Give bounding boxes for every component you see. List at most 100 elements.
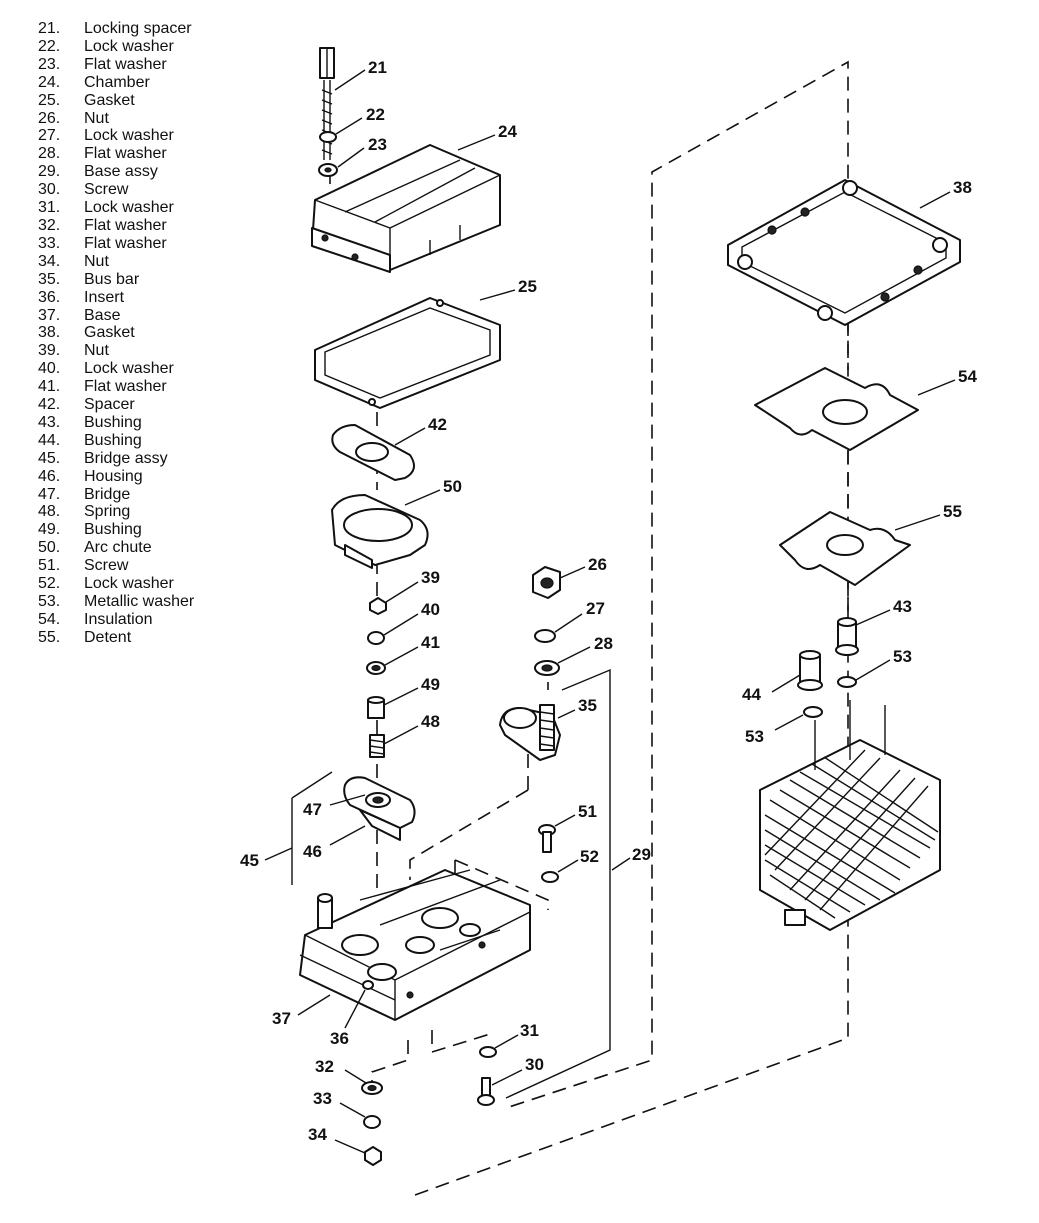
callout-label: 38 (953, 178, 972, 197)
legend-row: 28.Flat washer (38, 145, 167, 163)
arc-chute-part (331, 494, 429, 569)
legend-row: 24.Chamber (38, 73, 150, 91)
parts-legend: 21.Locking spacer 22.Lock washer 23.Flat… (38, 20, 194, 647)
legend-row: 52.Lock washer (38, 575, 174, 593)
callout-label: 48 (421, 712, 440, 731)
legend-row: 38.Gasket (38, 324, 135, 342)
callout-label: 22 (366, 105, 385, 124)
lock-washer-part (479, 1046, 497, 1058)
legend-row: 43.Bushing (38, 413, 142, 431)
chamber-part (311, 144, 501, 273)
legend-row: 34.Nut (38, 252, 109, 270)
lower-left-line (371, 1040, 409, 1082)
assembly-lines (329, 60, 849, 1196)
callout-label: 34 (308, 1125, 327, 1144)
bridge-assy-bracket (291, 771, 333, 885)
callout-label: 33 (313, 1089, 332, 1108)
callout-label: 50 (443, 477, 462, 496)
screw-line (454, 859, 549, 910)
callouts: 21 22 23 24 25 42 50 39 40 41 49 48 47 4… (240, 58, 977, 1144)
legend-row: 36.Insert (38, 288, 125, 306)
legend-row: 29.Base assy (38, 163, 158, 181)
legend-row: 22.Lock washer (38, 37, 174, 55)
bushing-part (797, 650, 823, 691)
legend-row: 45.Bridge assy (38, 449, 168, 467)
callout-label: 40 (421, 600, 440, 619)
legend-row: 39.Nut (38, 342, 109, 360)
callout-label: 49 (421, 675, 440, 694)
legend-row: 35.Bus bar (38, 270, 140, 288)
callout-label: 27 (586, 599, 605, 618)
screw-part (477, 1077, 495, 1106)
callout-label: 37 (272, 1009, 291, 1028)
lock-washer-part (367, 631, 385, 645)
base-assy-bracket (505, 668, 611, 1099)
legend-row: 53.Metallic washer (38, 593, 195, 610)
legend-row: 31.Lock washer (38, 199, 174, 217)
callout-label: 26 (588, 555, 607, 574)
callout-label: 52 (580, 847, 599, 866)
legend-row: 27.Lock washer (38, 127, 174, 145)
callout-label: 35 (578, 696, 597, 715)
callout-label: 41 (421, 633, 440, 652)
callout-label: 28 (594, 634, 613, 653)
spring-part (369, 734, 385, 758)
insulation-part (754, 367, 919, 451)
callout-label: 23 (368, 135, 387, 154)
callout-label: 51 (578, 802, 597, 821)
leader-lines (264, 69, 956, 1154)
gasket-part (314, 297, 501, 409)
callout-label: 39 (421, 568, 440, 587)
callout-label: 31 (520, 1021, 539, 1040)
legend-row: 41.Flat washer (38, 378, 167, 396)
callout-label: 32 (315, 1057, 334, 1076)
callout-label: 29 (632, 845, 651, 864)
spacer-part (331, 424, 415, 481)
locking-spacer-part (319, 47, 335, 160)
legend-row: 51.Screw (38, 557, 129, 575)
callout-label: 21 (368, 58, 387, 77)
legend-row: 30.Screw (38, 181, 129, 199)
bridge-part (343, 776, 416, 841)
legend-row: 40.Lock washer (38, 360, 174, 378)
callout-label: 47 (303, 800, 322, 819)
legend-row: 37.Base (38, 306, 121, 324)
callout-label: 45 (240, 851, 259, 870)
metallic-washer-part (837, 676, 857, 688)
lock-washer-part (319, 131, 337, 143)
callout-label: 53 (745, 727, 764, 746)
gasket-part (727, 179, 961, 326)
legend-row: 42.Spacer (38, 396, 135, 414)
legend-row: 55.Detent (38, 628, 132, 646)
nut-part (364, 1146, 382, 1166)
metallic-washer-part (803, 706, 823, 718)
legend-row: 44.Bushing (38, 431, 142, 449)
callout-label: 54 (958, 367, 977, 386)
legend-row: 23.Flat washer (38, 55, 167, 73)
contact-assembly-part (759, 700, 941, 931)
legend-row: 49.Bushing (38, 521, 142, 539)
lock-washer-part (541, 871, 559, 883)
callout-label: 42 (428, 415, 447, 434)
legend-row: 50.Arc chute (38, 539, 152, 557)
detent-part (779, 511, 911, 586)
lower-screw-line (431, 1030, 491, 1053)
callout-label: 25 (518, 277, 537, 296)
callout-label: 44 (742, 685, 761, 704)
legend-row: 32.Flat washer (38, 216, 167, 234)
right-assembly-line (414, 60, 849, 1196)
callout-label: 30 (525, 1055, 544, 1074)
callout-label: 46 (303, 842, 322, 861)
legend-row: 21.Locking spacer (38, 20, 192, 37)
callout-label: 36 (330, 1029, 349, 1048)
legend-row: 54.Insulation (38, 610, 153, 628)
callout-label: 55 (943, 502, 962, 521)
nut-part (369, 597, 387, 615)
screw-part (538, 824, 556, 853)
legend-row: 47.Bridge (38, 485, 131, 503)
legend-row: 25.Gasket (38, 91, 135, 109)
legend-row: 26.Nut (38, 109, 109, 127)
lock-washer-part (534, 629, 556, 643)
bushing-part (835, 617, 859, 656)
